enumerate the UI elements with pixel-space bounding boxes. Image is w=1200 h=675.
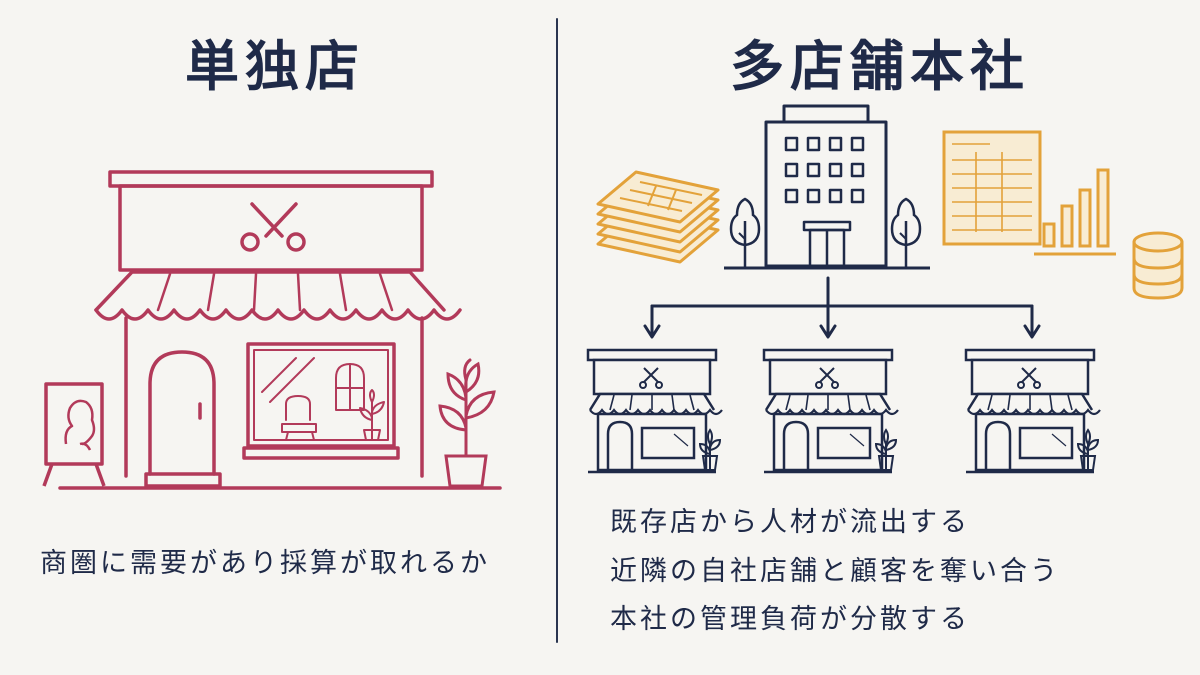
bar-chart-icon <box>1034 168 1116 256</box>
branch-store-3 <box>964 348 1102 474</box>
potted-plant-icon <box>438 358 496 488</box>
scissors-icon <box>240 202 306 252</box>
spreadsheet-icon <box>942 130 1042 246</box>
multi-store-hq-title: 多店舗本社 <box>730 35 1030 98</box>
salon-sign-icon <box>42 382 106 487</box>
database-icon <box>1132 231 1184 300</box>
document-stack-icon <box>596 170 720 264</box>
storefront-icon <box>58 170 502 490</box>
branch-store-1 <box>586 348 724 474</box>
arrow-down-icon <box>643 276 1041 339</box>
multi-store-point-2: 近隣の自社店舗と顧客を奪い合う <box>610 556 1060 587</box>
office-building-icon <box>724 104 930 270</box>
center-divider <box>556 18 558 643</box>
tree-icon <box>729 197 761 269</box>
single-store-title: 単独店 <box>185 35 365 98</box>
tree-icon <box>890 197 922 269</box>
multi-store-point-3: 本社の管理負荷が分散する <box>610 604 970 635</box>
branch-store-2 <box>762 348 900 474</box>
multi-store-point-1: 既存店から人材が流出する <box>610 507 970 538</box>
single-store-caption: 商圏に需要があり採算が取れるか <box>40 548 490 579</box>
